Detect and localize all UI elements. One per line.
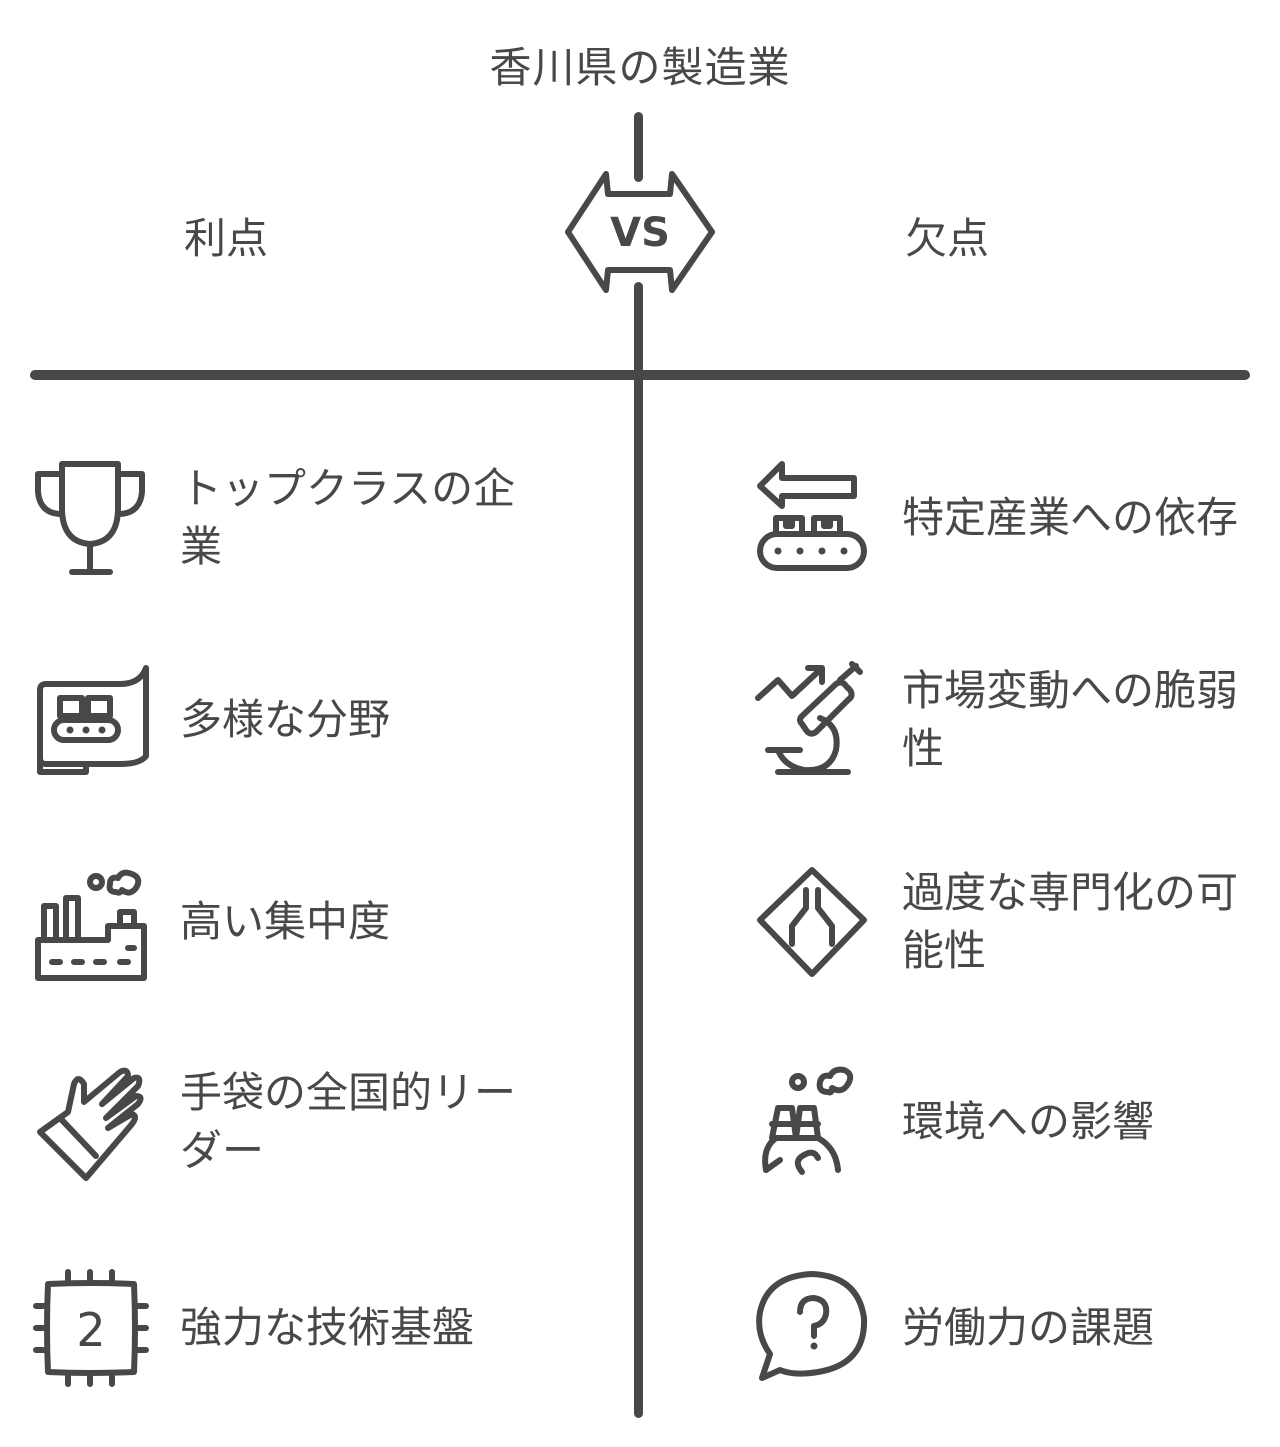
advantage-item: 2 強力な技術基盤 (30, 1268, 540, 1388)
conveyor-arrow-icon (757, 461, 867, 571)
advantage-item: 高い集中度 (30, 862, 540, 982)
pollution-earth-icon (762, 1066, 854, 1175)
disadvantage-label: 市場変動への脆弱性 (902, 666, 1239, 773)
vertical-divider (634, 282, 643, 1418)
advantage-label: 手袋の全国的リーダー (180, 1068, 517, 1175)
disadvantage-item: 過度な専門化の可能性 (752, 862, 1247, 982)
disadvantage-item: 特定産業への依存 (752, 458, 1247, 578)
disadvantage-item: 環境への影響 (752, 1062, 1247, 1182)
factory-icon (35, 869, 147, 981)
advantage-label: トップクラスの企業 (180, 464, 516, 571)
advantage-label: 多様な分野 (180, 695, 391, 744)
disadvantage-item: 市場変動への脆弱性 (752, 660, 1247, 780)
disadvantage-label: 特定産業への依存 (902, 493, 1239, 542)
advantage-label: 高い集中度 (180, 897, 391, 946)
advantage-label: 強力な技術基盤 (180, 1303, 475, 1352)
trophy-icon (35, 461, 145, 575)
conveyor-banner-icon (37, 665, 149, 775)
disadvantage-label: 過度な専門化の可能性 (902, 868, 1239, 975)
microscope-trend-icon (755, 661, 863, 775)
advantages-heading: 利点 (184, 214, 269, 263)
horizontal-divider (30, 370, 1250, 380)
disadvantage-label: 労働力の課題 (902, 1303, 1155, 1352)
advantage-item: 多様な分野 (30, 660, 540, 780)
advantage-item: トップクラスの企業 (30, 458, 540, 578)
glove-icon (37, 1067, 144, 1181)
chip-2-icon: 2 (33, 1269, 149, 1387)
vertical-divider-top (634, 112, 643, 182)
diagram-title: 香川県の製造業 (489, 43, 791, 92)
advantage-item: 手袋の全国的リーダー (30, 1062, 540, 1182)
disadvantage-item: 労働力の課題 (752, 1268, 1247, 1388)
disadvantages-heading: 欠点 (905, 214, 990, 263)
road-merge-sign-icon (757, 867, 867, 977)
vs-badge-icon: VS (565, 171, 715, 293)
svg-text:VS: VS (610, 210, 670, 256)
question-bubble-icon (756, 1271, 868, 1381)
disadvantage-label: 環境への影響 (902, 1097, 1155, 1146)
svg-text:2: 2 (76, 1303, 105, 1357)
